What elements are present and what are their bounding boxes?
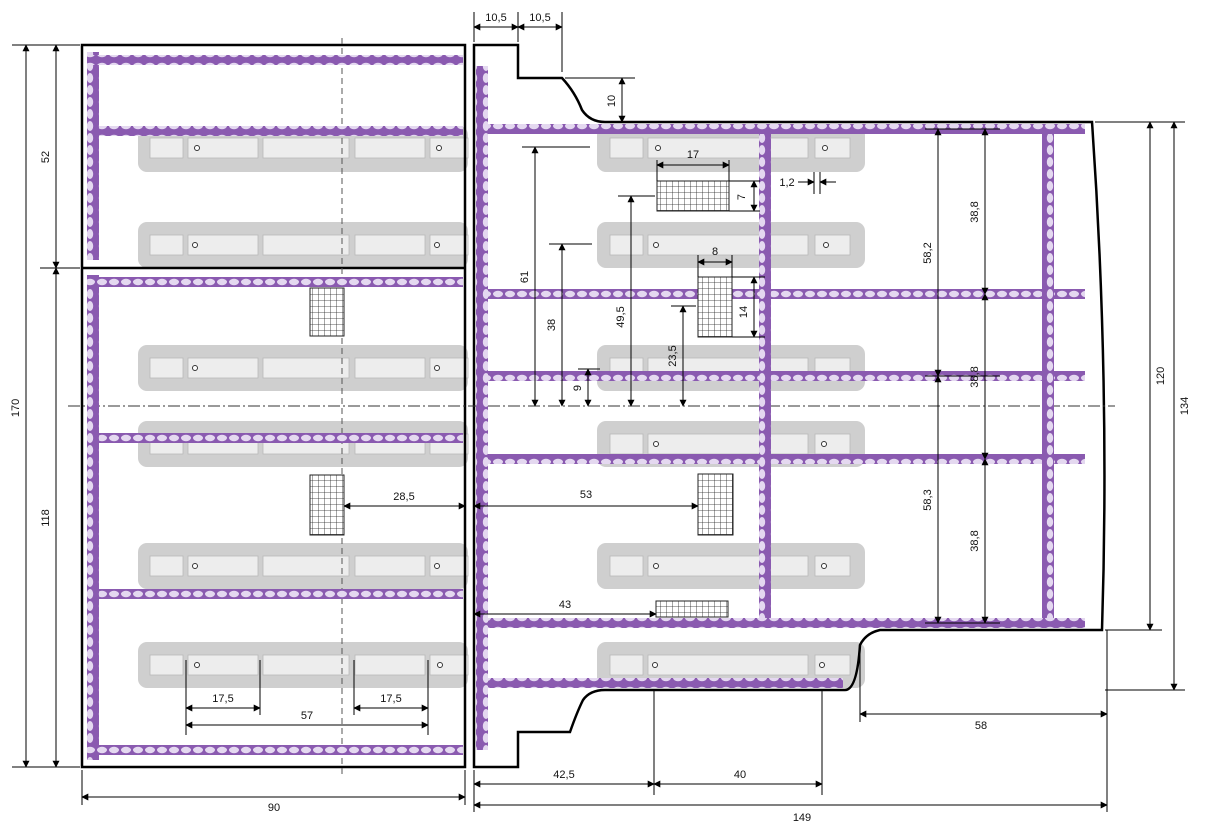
pad [138, 222, 469, 268]
dim-label: 28,5 [393, 491, 414, 503]
beam [759, 134, 771, 618]
beam [87, 745, 463, 755]
pad [138, 543, 469, 589]
dim-label: 23,5 [667, 345, 679, 366]
right-frame [472, 43, 1106, 769]
grid-mesh-icon [655, 600, 729, 618]
dim-label: 38,8 [969, 530, 981, 551]
beam [99, 589, 463, 599]
beams-left [87, 52, 463, 760]
beam [476, 66, 488, 750]
beam [87, 55, 463, 65]
beam [87, 52, 99, 260]
beam [87, 275, 99, 760]
dim-label: 49,5 [615, 306, 627, 327]
pad [138, 421, 469, 467]
dim-label: 40 [734, 769, 746, 781]
grid-mesh-icon [697, 276, 733, 338]
pad [597, 222, 865, 268]
dim-label: 90 [268, 802, 280, 814]
dim-label: 17,5 [380, 693, 401, 705]
beam [99, 433, 463, 443]
pad [597, 543, 865, 589]
dim-label: 61 [519, 271, 531, 283]
dim-label: 38,8 [969, 201, 981, 222]
mesh-grids [309, 180, 734, 618]
pad [597, 642, 865, 688]
beam [488, 618, 1085, 628]
beam [488, 454, 1085, 464]
dim-label: 57 [301, 710, 313, 722]
grid-mesh-icon [309, 287, 345, 337]
dim-label: 58,3 [922, 489, 934, 510]
beams-right [476, 66, 1085, 750]
beam [488, 124, 1085, 134]
dim-label: 10,5 [529, 12, 550, 24]
pad [138, 345, 469, 391]
dim-label: 149 [793, 812, 811, 824]
dim-label: 8 [712, 246, 718, 258]
beam [488, 371, 1085, 381]
dim-label: 42,5 [553, 769, 574, 781]
beam [99, 126, 463, 136]
dim-label: 120 [1155, 367, 1167, 385]
dim-label: 58,2 [922, 242, 934, 263]
dimension-labels: 10,5 10,5 10 170 52 118 90 17,5 17,5 57 … [10, 12, 1191, 824]
dim-label: 134 [1179, 397, 1191, 415]
dim-label: 118 [40, 509, 52, 527]
pad [138, 642, 469, 688]
pads-left [138, 126, 469, 688]
pad [138, 126, 469, 172]
beam [87, 277, 463, 287]
dim-label: 7 [736, 194, 748, 200]
beam [488, 678, 843, 688]
dim-label: 17 [687, 149, 699, 161]
pad [597, 345, 865, 391]
dim-label: 52 [40, 151, 52, 163]
dim-label: 43 [559, 599, 571, 611]
dim-label: 38,8 [969, 366, 981, 387]
pads-right [597, 126, 865, 688]
dim-label: 9 [572, 385, 584, 391]
dim-label: 1,2 [779, 177, 794, 189]
dim-label: 10 [606, 95, 618, 107]
grid-mesh-icon [697, 473, 734, 536]
dim-label: 170 [10, 399, 22, 417]
dimension-lines [12, 12, 1185, 812]
dim-label: 10,5 [485, 12, 506, 24]
grid-mesh-icon [309, 474, 345, 536]
beam [1042, 134, 1054, 618]
dim-label: 58 [975, 720, 987, 732]
dim-label: 38 [546, 319, 558, 331]
beam [488, 289, 1085, 299]
dim-label: 53 [580, 489, 592, 501]
dim-label: 17,5 [212, 693, 233, 705]
dim-label: 14 [738, 306, 750, 318]
grid-mesh-icon [656, 180, 730, 212]
